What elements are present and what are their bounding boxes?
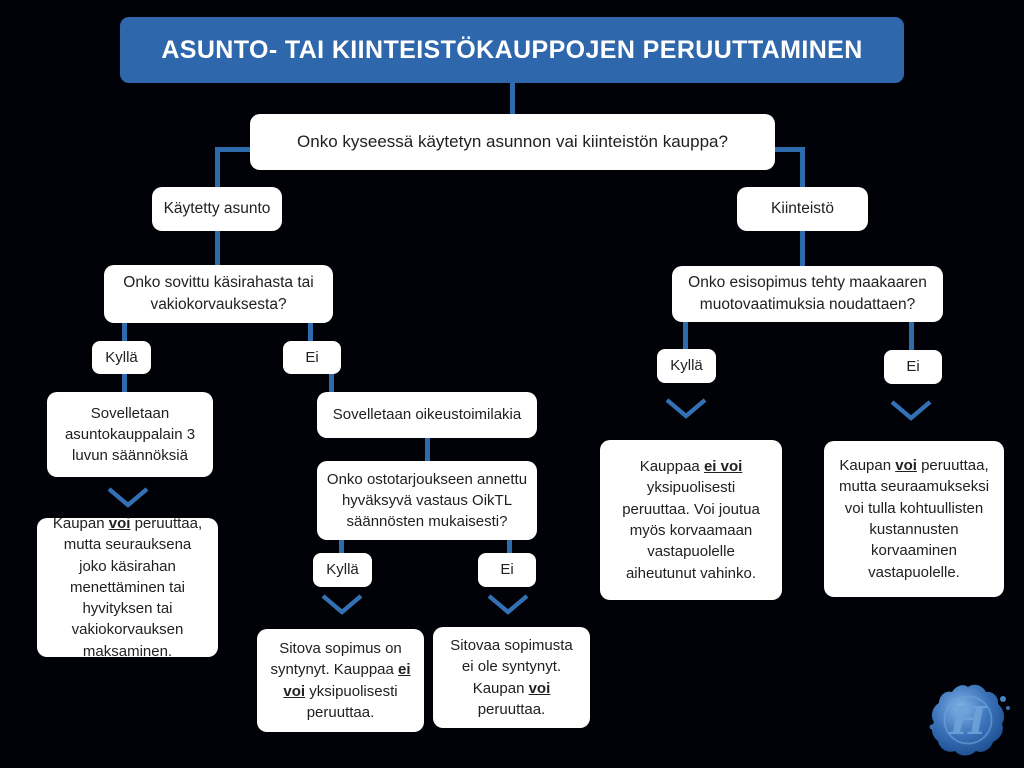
outcome-kustannukset-node: Kaupan voi peruuttaa, mutta seuraamuksek… — [824, 441, 1004, 597]
no-label: Ei — [906, 358, 920, 376]
outcome-kustannukset-text: Kaupan voi peruuttaa, mutta seuraamuksek… — [838, 457, 990, 581]
answer-yes-node: Kyllä — [657, 349, 716, 383]
wax-seal-logo: H — [929, 684, 1010, 756]
seal-droplet — [1000, 696, 1006, 702]
connector — [800, 231, 805, 267]
connector — [507, 539, 512, 554]
question-kasiraha-text: Onko sovittu käsirahasta tai vakiokorvau… — [123, 274, 314, 313]
connector — [215, 231, 220, 266]
connector — [308, 322, 313, 342]
title-banner: ASUNTO- TAI KIINTEISTÖKAUPPOJEN PERUUTTA… — [120, 17, 904, 83]
outcome-kasiraha-text: Kaupan voi peruuttaa, mutta seurauksena … — [52, 514, 203, 660]
down-arrow-icon — [487, 594, 529, 615]
page-title: ASUNTO- TAI KIINTEISTÖKAUPPOJEN PERUUTTA… — [161, 35, 863, 64]
connector — [425, 437, 430, 462]
no-label: Ei — [305, 348, 319, 366]
outcome-ei-sitovaa-text: Sitovaa sopimusta ei ole syntynyt. Kaupa… — [450, 636, 573, 718]
connector — [772, 147, 805, 152]
answer-no-node: Ei — [884, 350, 942, 384]
seal-rim — [943, 695, 993, 745]
branch-label-real-estate: Kiinteistö — [737, 187, 868, 231]
outcome-kasiraha-node: Kaupan voi peruuttaa, mutta seurauksena … — [37, 515, 218, 660]
connector — [510, 83, 515, 115]
connector — [122, 322, 127, 342]
down-arrow-icon — [665, 398, 707, 419]
connector — [329, 373, 334, 393]
rule-asuntokauppalaki-text: Sovelletaan asuntokauppalain 3 luvun sää… — [64, 404, 196, 465]
seal-droplet — [1006, 706, 1010, 710]
connector — [339, 539, 344, 554]
yes-label: Kyllä — [326, 561, 359, 579]
connector — [122, 373, 127, 393]
real-estate-label-text: Kiinteistö — [771, 200, 834, 217]
outcome-vahinko-text: Kauppaa ei voi yksipuolisesti peruuttaa.… — [622, 458, 760, 582]
seal-droplet — [929, 724, 935, 730]
root-question-node: Onko kyseessä käytetyn asunnon vai kiint… — [250, 114, 775, 170]
rule-asuntokauppalaki-node: Sovelletaan asuntokauppalain 3 luvun sää… — [47, 392, 213, 477]
rule-oikeustoimilaki-node: Sovelletaan oikeustoimilakia — [317, 392, 537, 438]
question-esisopimus-node: Onko esisopimus tehty maakaaren muotovaa… — [672, 266, 943, 322]
rule-oikeustoimilaki-text: Sovelletaan oikeustoimilakia — [332, 406, 522, 424]
root-question-text: Onko kyseessä käytetyn asunnon vai kiint… — [297, 131, 728, 151]
question-esisopimus-text: Onko esisopimus tehty maakaaren muotovaa… — [688, 274, 927, 313]
connector — [909, 321, 914, 351]
answer-no-node: Ei — [478, 553, 536, 587]
question-oiktl-text: Onko ostotarjoukseen annettu hyväksyvä v… — [326, 470, 528, 531]
seal-blob — [931, 684, 1005, 756]
used-apartment-label-text: Käytetty asunto — [163, 200, 271, 217]
outcome-ei-sitovaa-node: Sitovaa sopimusta ei ole syntynyt. Kaupa… — [433, 627, 590, 728]
connector — [215, 147, 253, 152]
down-arrow-icon — [107, 487, 149, 508]
yes-label: Kyllä — [670, 357, 703, 375]
no-label: Ei — [500, 561, 514, 579]
outcome-sitova-sopimus-text: Sitova sopimus on syntynyt. Kauppaa ei v… — [270, 639, 411, 721]
down-arrow-icon — [321, 594, 363, 615]
down-arrow-icon — [890, 400, 932, 421]
question-kasiraha-node: Onko sovittu käsirahasta tai vakiokorvau… — [104, 265, 333, 323]
seal-monogram: H — [949, 698, 987, 743]
answer-no-node: Ei — [283, 341, 341, 374]
outcome-sitova-sopimus-node: Sitova sopimus on syntynyt. Kauppaa ei v… — [257, 629, 424, 732]
connector — [683, 321, 688, 350]
yes-label: Kyllä — [105, 348, 138, 366]
question-oiktl-node: Onko ostotarjoukseen annettu hyväksyvä v… — [317, 461, 537, 540]
branch-label-used-apartment: Käytetty asunto — [152, 187, 282, 231]
outcome-vahinko-node: Kauppaa ei voi yksipuolisesti peruuttaa.… — [600, 440, 782, 600]
connector — [215, 147, 220, 188]
connector — [800, 147, 805, 188]
answer-yes-node: Kyllä — [313, 553, 372, 587]
answer-yes-node: Kyllä — [92, 341, 151, 374]
